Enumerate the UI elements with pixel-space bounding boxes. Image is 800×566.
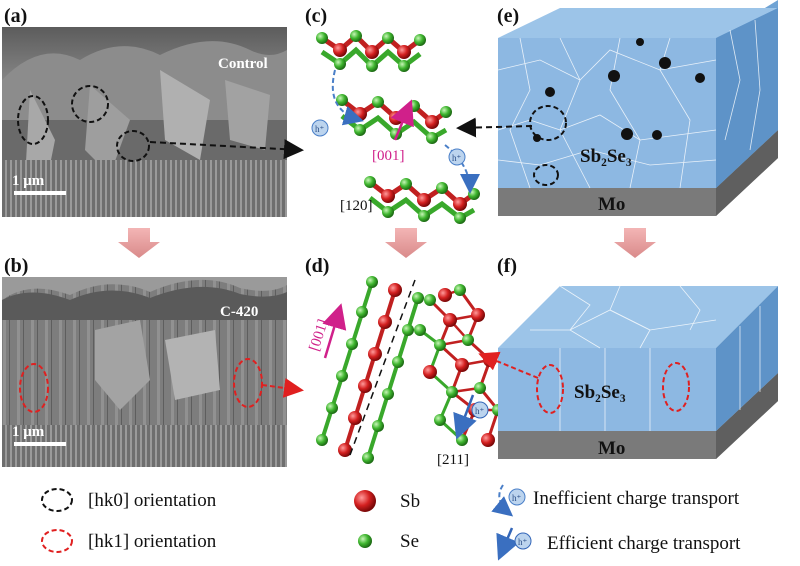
inefficient-transport-arrow — [444, 144, 480, 194]
legend-hk1-text: [hk1] orientation — [88, 531, 217, 552]
hole-symbol: h⁺ — [518, 537, 528, 547]
panel-b-sample-label: C-420 — [220, 304, 258, 320]
panel-d-crystal-structure — [316, 276, 504, 464]
panel-b-label: (b) — [4, 255, 28, 277]
hk0-ring — [17, 95, 49, 145]
legend-hk1-ring — [41, 529, 73, 553]
panel-c-label: (c) — [305, 5, 327, 27]
direction-001-arrow — [390, 99, 414, 141]
legend-sb-text: Sb — [400, 491, 420, 512]
hole-icon — [508, 488, 526, 506]
legend-sb-atom — [354, 490, 376, 512]
hk0-ring — [533, 164, 559, 186]
pinhole-void — [652, 130, 662, 140]
pinhole-void — [621, 128, 633, 140]
panel-e-substrate-label: Mo — [598, 194, 625, 215]
link-arrow-e-to-c — [456, 117, 533, 138]
hk1-ring — [662, 362, 690, 412]
hole-symbol: h⁺ — [315, 124, 325, 134]
down-arrow-a-b — [118, 228, 160, 258]
panel-e-film-label: Sb₂Se₃ — [580, 146, 632, 167]
hk1-ring — [19, 363, 49, 413]
hole-icon — [448, 148, 466, 166]
panel-b-sem-image — [2, 277, 287, 467]
hole-icon — [471, 401, 489, 419]
pinhole-void — [636, 38, 644, 46]
panel-a-sem-image — [2, 27, 287, 217]
legend-inefficient-text: Inefficient charge transport — [533, 488, 740, 509]
down-arrow-e-f — [614, 228, 656, 258]
legend-efficient-text: Efficient charge transport — [547, 533, 741, 554]
legend-hk0-text: [hk0] orientation — [88, 490, 217, 511]
panel-a-sample-label: Control — [218, 56, 268, 72]
inefficient-transport-arrow — [331, 69, 364, 126]
direction-001-arrow — [322, 303, 347, 359]
panel-a-label: (a) — [4, 5, 27, 27]
panel-c-dir-120: [120] — [340, 198, 373, 214]
efficient-transport-arrow — [453, 394, 477, 440]
hk0-ring — [71, 85, 109, 123]
panel-d-dir-211: [211] — [437, 452, 469, 468]
panel-f-film-block — [498, 285, 778, 459]
panel-f-film-label: Sb₂Se₃ — [574, 382, 626, 403]
panel-c-dir-001: [001] — [372, 148, 405, 164]
panel-f-label: (f) — [497, 255, 517, 277]
hole-symbol: h⁺ — [475, 406, 485, 416]
hk1-ring — [536, 364, 564, 414]
panel-e-film-block — [497, 0, 778, 216]
hole-icon — [514, 532, 532, 550]
pinhole-void — [659, 57, 671, 69]
hole-icon — [311, 119, 329, 137]
panel-c-crystal-structure — [316, 30, 480, 224]
legend-inefficient-arrow — [491, 484, 514, 517]
hk1-ring — [233, 358, 263, 408]
pinhole-void — [545, 87, 555, 97]
pinhole-void — [608, 70, 620, 82]
legend-se-text: Se — [400, 531, 419, 552]
panel-a-scale-label: 1 μm — [12, 173, 45, 189]
panel-d-label: (d) — [305, 255, 329, 277]
legend-efficient-arrow — [496, 527, 520, 561]
hole-symbol: h⁺ — [452, 153, 462, 163]
pinhole-void — [695, 73, 705, 83]
down-arrow-c-d — [385, 228, 427, 258]
panel-e-label: (e) — [497, 5, 519, 27]
hk0-ring — [529, 105, 567, 141]
legend-hk0-ring — [41, 488, 73, 512]
panel-f-substrate-label: Mo — [598, 438, 625, 459]
panel-b-scale-label: 1 μm — [12, 424, 45, 440]
link-arrow-f-to-d — [478, 351, 539, 379]
link-arrow-a-to-c — [149, 139, 304, 160]
legend-se-atom — [358, 534, 372, 548]
hk0-ring — [116, 130, 150, 162]
hole-symbol: h⁺ — [512, 493, 522, 503]
link-arrow-b-to-d — [261, 377, 304, 398]
